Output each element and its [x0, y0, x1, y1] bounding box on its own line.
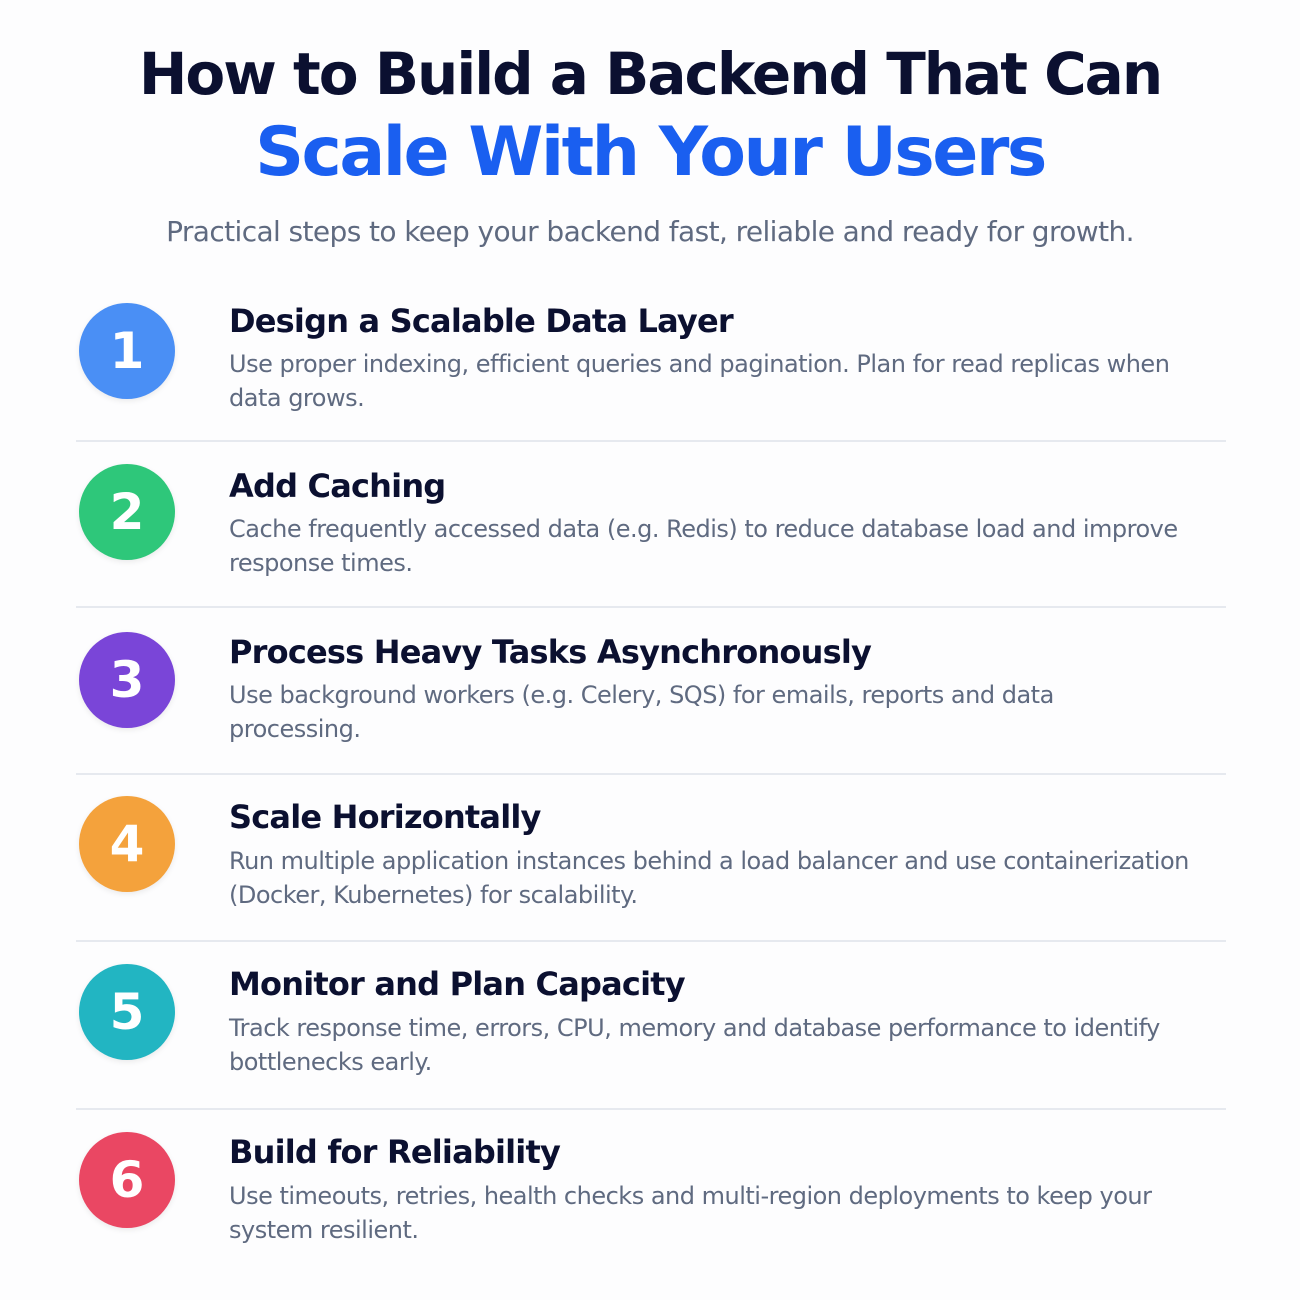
- step-item-3: 3 Process Heavy Tasks Asynchronously Use…: [76, 608, 1226, 774]
- divider: [76, 440, 1226, 442]
- step-number-badge: 4: [79, 796, 175, 892]
- step-item-5: 5 Monitor and Plan Capacity Track respon…: [76, 942, 1226, 1108]
- step-title: Add Caching: [229, 467, 446, 505]
- divider: [76, 606, 1226, 608]
- step-title: Process Heavy Tasks Asynchronously: [229, 633, 872, 671]
- step-description: Use proper indexing, efficient queries a…: [229, 350, 1170, 412]
- step-title: Monitor and Plan Capacity: [229, 965, 686, 1003]
- step-number-badge: 3: [79, 632, 175, 728]
- step-description: Use background workers (e.g. Celery, SQS…: [229, 681, 1054, 743]
- step-number-badge: 5: [79, 964, 175, 1060]
- divider: [76, 773, 1226, 775]
- page-title-highlight: Scale With Your Users: [255, 113, 1047, 192]
- step-item-1: 1 Design a Scalable Data Layer Use prope…: [76, 276, 1226, 442]
- step-number-badge: 2: [79, 464, 175, 560]
- step-description: Track response time, errors, CPU, memory…: [229, 1014, 1160, 1076]
- step-title: Design a Scalable Data Layer: [229, 302, 734, 340]
- divider: [76, 1108, 1226, 1110]
- step-description: Run multiple application instances behin…: [229, 847, 1189, 909]
- step-description: Use timeouts, retries, health checks and…: [229, 1182, 1152, 1244]
- step-item-4: 4 Scale Horizontally Run multiple applic…: [76, 775, 1226, 941]
- step-number-badge: 6: [79, 1132, 175, 1228]
- step-number-badge: 1: [79, 303, 175, 399]
- divider: [76, 940, 1226, 942]
- page-subtitle: Practical steps to keep your backend fas…: [166, 215, 1134, 248]
- step-title: Build for Reliability: [229, 1133, 561, 1171]
- step-item-6: 6 Build for Reliability Use timeouts, re…: [76, 1110, 1226, 1276]
- step-description: Cache frequently accessed data (e.g. Red…: [229, 515, 1178, 577]
- step-item-2: 2 Add Caching Cache frequently accessed …: [76, 442, 1226, 608]
- steps-list: 1 Design a Scalable Data Layer Use prope…: [76, 276, 1226, 1276]
- page-title: How to Build a Backend That Can: [138, 40, 1163, 108]
- step-title: Scale Horizontally: [229, 798, 541, 836]
